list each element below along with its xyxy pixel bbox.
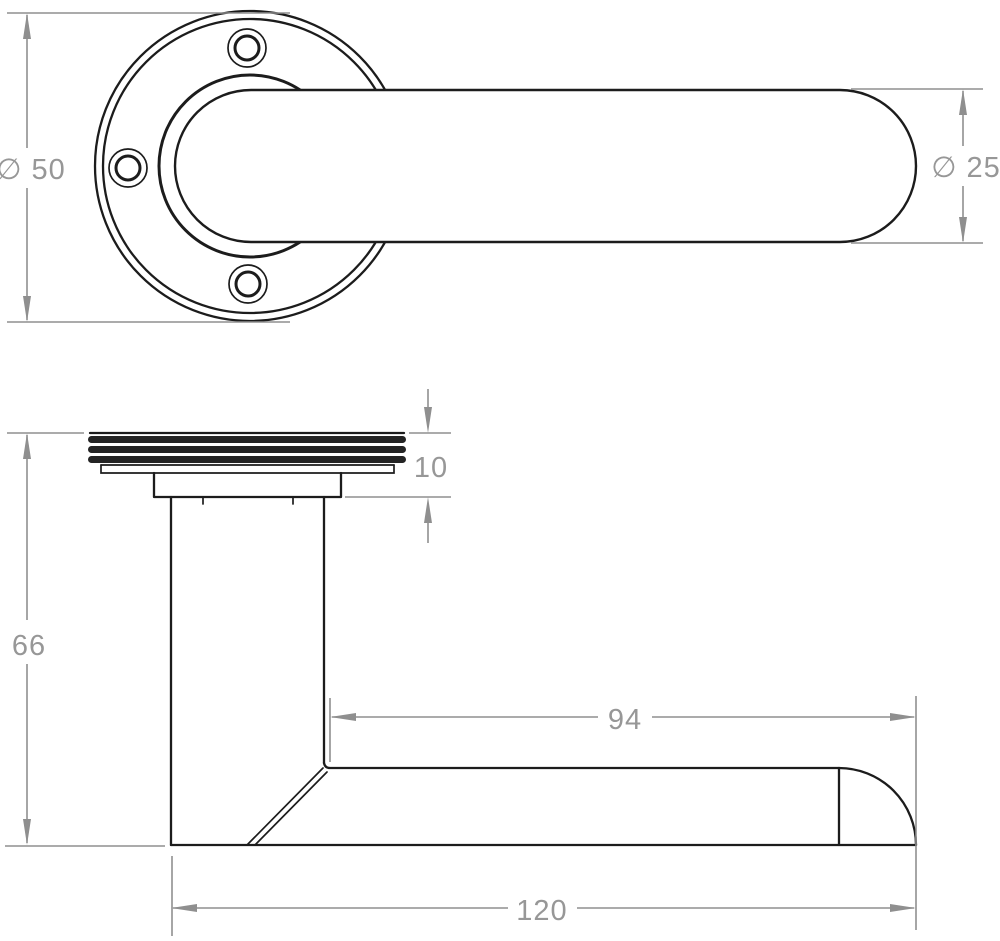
dimension-label-handle-height: 66 xyxy=(12,630,46,662)
arrowhead-down xyxy=(23,819,31,845)
top-view: ∅ 50 ∅ 25 xyxy=(0,9,1000,323)
dimension-grip-length: 94 xyxy=(329,696,917,930)
lever-tip-round xyxy=(837,766,918,847)
dimension-label-grip-length: 94 xyxy=(608,704,642,736)
arrowhead-right xyxy=(890,713,916,721)
arrowhead-up xyxy=(23,13,31,39)
dimension-label-rose-diameter: ∅ 50 xyxy=(0,154,66,186)
miter-line xyxy=(254,771,328,846)
dimension-label-overall-length: 120 xyxy=(516,895,567,927)
rose-base-step xyxy=(100,464,395,474)
arrowhead-up xyxy=(959,89,967,115)
arrowhead-down xyxy=(23,296,31,322)
screw-hole-left xyxy=(108,148,148,188)
rose-side-profile xyxy=(88,431,406,474)
arrowhead-left xyxy=(171,904,197,912)
rose-groove-rib xyxy=(88,446,406,453)
dimension-lever-diameter: ∅ 25 xyxy=(851,88,1000,244)
dimension-rose-diameter: ∅ 50 xyxy=(0,12,290,323)
side-view: 10 66 94 120 xyxy=(5,389,918,936)
arrowhead-left xyxy=(330,713,356,721)
screw-hole-top xyxy=(227,28,267,68)
dimension-overall-length: 120 xyxy=(171,856,916,936)
arrowhead-up xyxy=(23,433,31,459)
dimension-handle-height: 66 xyxy=(5,432,165,847)
rose-groove-rib xyxy=(88,456,406,463)
arrowhead-up xyxy=(424,497,432,523)
arrowhead-right xyxy=(890,904,916,912)
lever-plan-outline xyxy=(173,88,918,244)
dimension-label-lever-diameter: ∅ 25 xyxy=(931,152,1000,184)
miter-line xyxy=(246,767,324,846)
dimension-label-rose-thickness: 10 xyxy=(414,452,448,484)
arrowhead-down xyxy=(424,407,432,433)
neck-collar-side xyxy=(152,471,343,505)
rose-groove-rib xyxy=(88,436,406,443)
dimension-rose-thickness: 10 xyxy=(345,389,451,543)
lever-side-profile xyxy=(169,495,918,847)
arrowhead-down xyxy=(959,217,967,243)
screw-hole-bottom xyxy=(228,264,268,304)
